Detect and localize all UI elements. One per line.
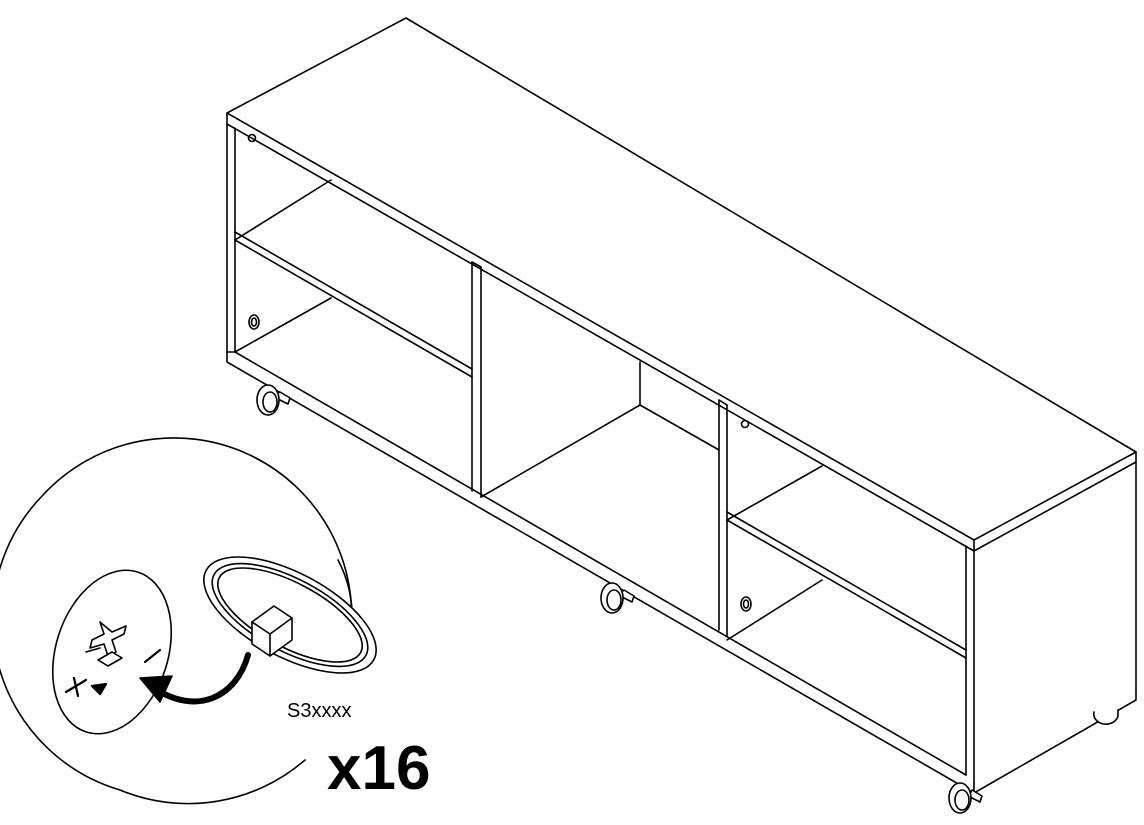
divider-left — [472, 262, 481, 497]
caster-wheel-front-right — [949, 783, 982, 813]
right-side-panel — [966, 462, 1136, 783]
right-shelf — [727, 512, 966, 658]
insertion-arrow — [140, 655, 248, 702]
top-panel — [227, 18, 1136, 551]
left-shelf — [235, 232, 472, 377]
plus-minus-marks — [66, 650, 160, 696]
middle-compartment — [481, 405, 719, 497]
part-code-label: S3xxxx — [287, 700, 352, 722]
back-panel-lines — [235, 180, 822, 640]
left-side-panel — [227, 124, 259, 352]
cam-lock-fitting — [186, 533, 393, 696]
divider-right — [719, 400, 751, 636]
caster-wheel-back-right — [1094, 710, 1118, 724]
caster-wheel-middle — [601, 583, 634, 613]
bottom-panel — [227, 352, 1136, 793]
quantity-label: x16 — [327, 734, 431, 803]
panel-hole-detail — [33, 555, 191, 749]
caster-wheel-front-left — [257, 385, 290, 415]
